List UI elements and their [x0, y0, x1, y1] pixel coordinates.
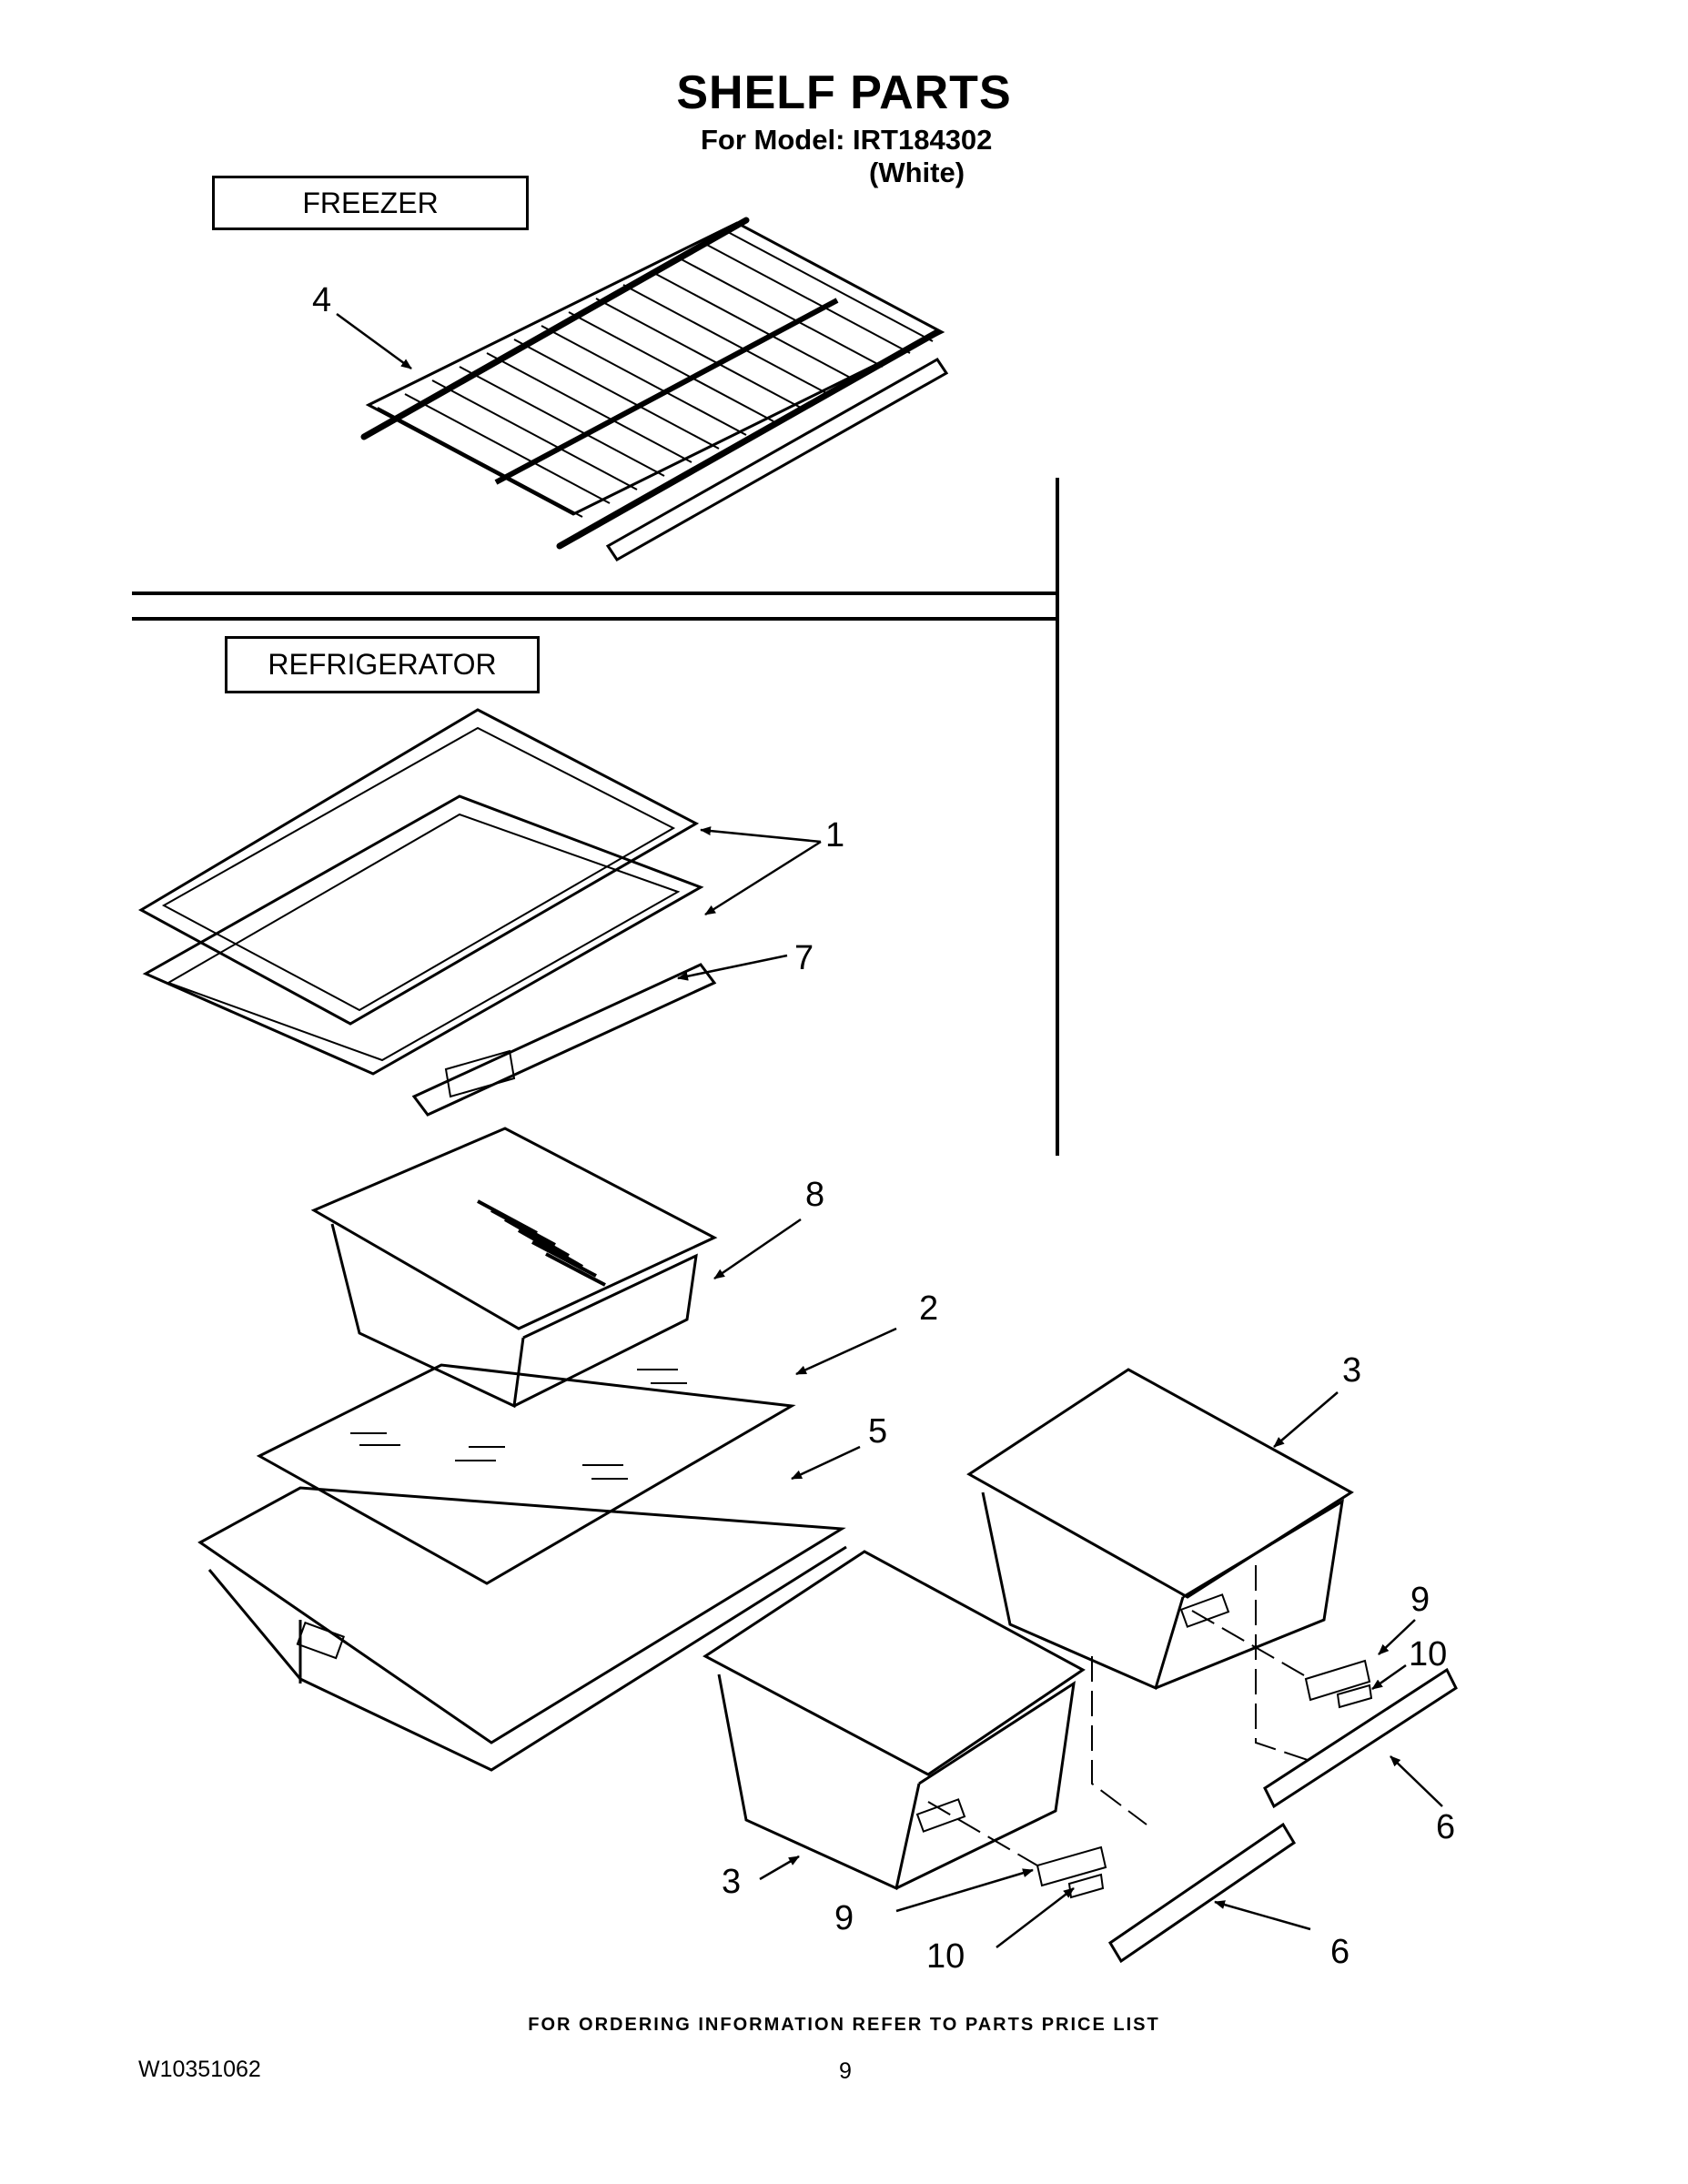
callout-8: 8: [805, 1176, 824, 1214]
freezer-section-label: FREEZER: [212, 176, 529, 230]
callout-2: 2: [919, 1289, 938, 1328]
callout-6-right: 6: [1436, 1808, 1455, 1846]
humidity-control: [1036, 1659, 1373, 1899]
callout-arrows: [336, 312, 1443, 1948]
page-number: 9: [839, 2058, 852, 2084]
callout-10-right: 10: [1409, 1635, 1447, 1673]
crisper-cover-glass: [256, 1363, 796, 1585]
glass-shelf: [137, 708, 717, 1117]
callout-5: 5: [868, 1412, 887, 1451]
ordering-note: FOR ORDERING INFORMATION REFER TO PARTS …: [528, 2015, 1160, 2035]
refrigerator-section-label: REFRIGERATOR: [225, 636, 540, 693]
callout-9-left: 9: [834, 1899, 854, 1937]
freezer-wire-shelf: [360, 217, 949, 561]
model-color: (White): [869, 157, 965, 188]
small-crisper-drawer: [310, 1127, 718, 1409]
callout-10-left: 10: [926, 1937, 965, 1976]
crisper-cover-frame: [197, 1486, 847, 1772]
crisper-drawer-left: [702, 1550, 1086, 1891]
callout-3-right: 3: [1342, 1351, 1361, 1390]
callout-1: 1: [825, 816, 844, 854]
drawer-rail: [1107, 1667, 1458, 1964]
callout-3-left: 3: [722, 1863, 741, 1901]
assembly-leader-lines: [927, 1565, 1311, 1866]
callout-7: 7: [794, 939, 814, 977]
callout-4: 4: [312, 281, 331, 319]
callout-6-left: 6: [1330, 1933, 1349, 1971]
model-number: For Model: IRT184302: [701, 124, 993, 156]
document-number: W10351062: [138, 2057, 261, 2082]
page-title: SHELF PARTS: [676, 66, 1012, 119]
callout-9-right: 9: [1410, 1581, 1430, 1619]
section-divider: [132, 478, 1059, 1156]
